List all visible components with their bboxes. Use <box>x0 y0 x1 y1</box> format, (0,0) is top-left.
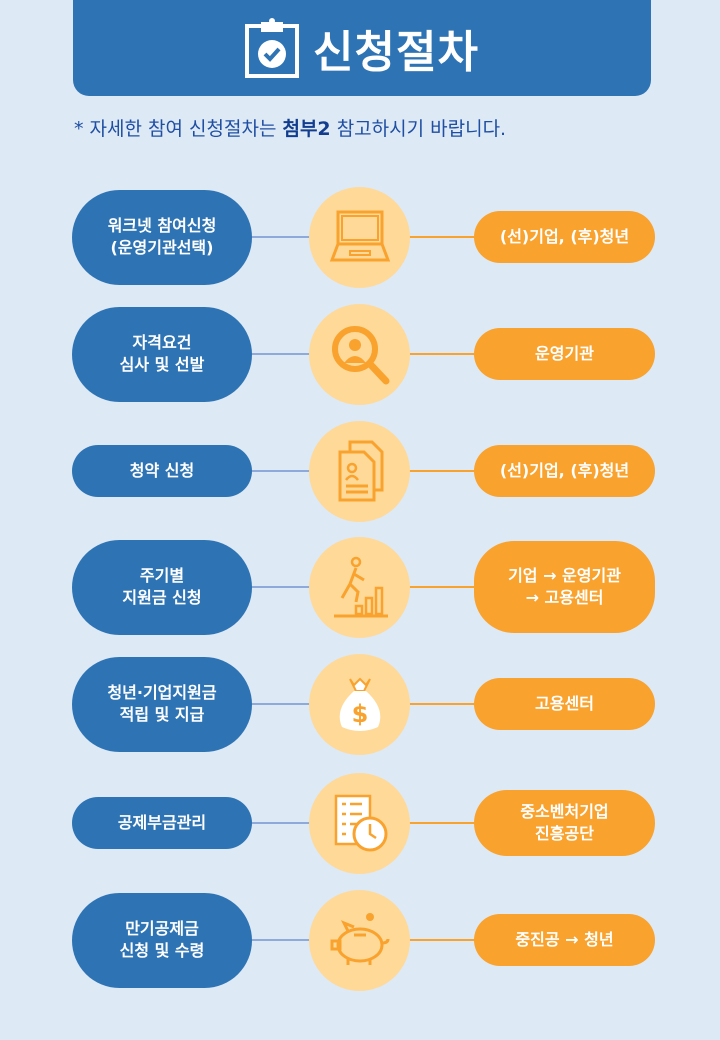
step-label: 공제부금관리 <box>72 797 252 849</box>
step-icon-circle <box>309 890 410 991</box>
laptop-icon <box>329 210 390 261</box>
step-actor: 고용센터 <box>474 678 655 730</box>
header-banner: 신청절차 <box>73 0 651 96</box>
connector-line <box>408 353 478 355</box>
step-actor: 운영기관 <box>474 328 655 380</box>
connector-line <box>250 236 312 238</box>
connector-line <box>250 703 312 705</box>
step-icon-circle <box>309 537 410 638</box>
svg-text:$: $ <box>351 700 368 728</box>
step-icon-circle: $ <box>309 654 410 755</box>
connector-line <box>408 586 478 588</box>
note-prefix: * 자세한 참여 신청절차는 <box>74 118 283 140</box>
step-actor: 기업 → 운영기관 → 고용센터 <box>474 541 655 633</box>
money-bag-icon: $ <box>339 677 380 731</box>
step-label: 워크넷 참여신청 (운영기관선택) <box>72 189 252 285</box>
connector-line <box>408 939 478 941</box>
step-actor: 중진공 → 청년 <box>474 914 655 966</box>
page-title: 신청절차 <box>313 27 479 78</box>
note-suffix: 참고하시기 바랍니다. <box>330 118 507 140</box>
connector-line <box>408 470 478 472</box>
note-attachment: 첨부2 <box>282 118 331 140</box>
document-person-icon <box>338 440 383 501</box>
connector-line <box>408 822 478 824</box>
magnifier-person-icon <box>331 325 389 384</box>
connector-line <box>250 586 312 588</box>
step-label: 주기별 지원금 신청 <box>72 539 252 635</box>
note-text: * 자세한 참여 신청절차는 첨부2 참고하시기 바랍니다. <box>74 114 506 141</box>
step-actor: 중소벤처기업 진흥공단 <box>474 790 655 856</box>
piggy-bank-icon <box>330 912 389 965</box>
climbing-chart-icon <box>333 556 388 617</box>
checklist-clock-icon <box>334 794 387 851</box>
step-icon-circle <box>309 773 410 874</box>
connector-line <box>250 470 312 472</box>
connector-line <box>250 939 312 941</box>
step-icon-circle <box>309 304 410 405</box>
step-actor: (선)기업, (후)청년 <box>474 211 655 263</box>
connector-line <box>250 353 312 355</box>
step-label: 만기공제금 신청 및 수령 <box>72 892 252 988</box>
connector-line <box>408 703 478 705</box>
step-label: 자격요건 심사 및 선발 <box>72 306 252 402</box>
connector-line <box>250 822 312 824</box>
step-actor: (선)기업, (후)청년 <box>474 445 655 497</box>
connector-line <box>408 236 478 238</box>
step-label: 청년·기업지원금 적립 및 지급 <box>72 656 252 752</box>
step-icon-circle <box>309 187 410 288</box>
clipboard-check-icon <box>245 18 300 78</box>
step-icon-circle <box>309 421 410 522</box>
step-label: 청약 신청 <box>72 445 252 497</box>
